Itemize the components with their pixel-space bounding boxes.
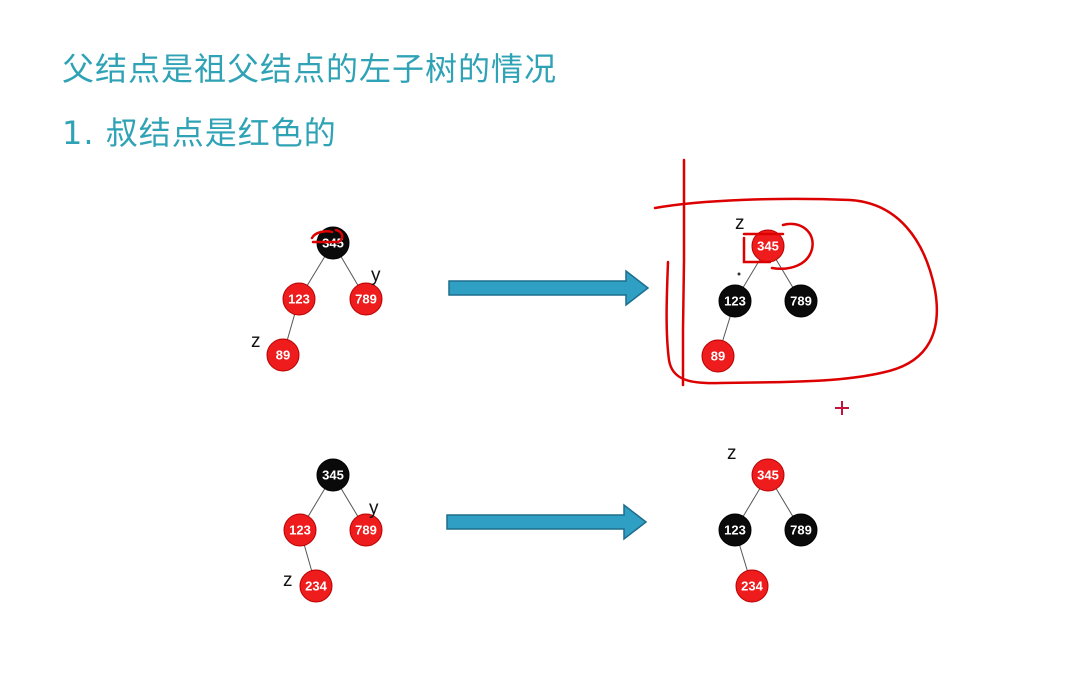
handwritten-enclosure — [653, 197, 939, 385]
red-node: 89 — [701, 339, 735, 373]
black-node: 123 — [718, 284, 752, 318]
red-node: 234 — [735, 569, 769, 603]
node-circle — [735, 569, 769, 603]
handwritten-highlight — [742, 222, 814, 270]
red-node: 89 — [266, 338, 300, 372]
node-key: 123 — [724, 294, 746, 309]
top-transform-arrow — [448, 269, 650, 307]
node-key: 89 — [711, 349, 725, 364]
node-key: 123 — [289, 523, 311, 538]
node-key: 123 — [724, 523, 746, 538]
red-node: 234 — [299, 569, 333, 603]
black-node: 123 — [718, 513, 752, 547]
node-key: 123 — [288, 292, 310, 307]
node-variable-label: z — [283, 570, 293, 591]
stray-dot — [737, 272, 741, 276]
red-node: 345 — [751, 229, 785, 263]
slide-subtitle: 1. 叔结点是红色的 — [62, 114, 337, 152]
slide-title: 父结点是祖父结点的左子树的情况 — [62, 50, 558, 88]
node-variable-label: z — [727, 443, 737, 464]
node-key: 789 — [790, 523, 812, 538]
node-variable-label: z — [735, 213, 745, 234]
node-key: 789 — [355, 523, 377, 538]
crosshair-cursor-icon — [835, 401, 849, 415]
handwritten-scribble — [310, 228, 344, 244]
node-variable-label: y — [371, 265, 381, 286]
node-circle — [266, 338, 300, 372]
node-circle — [751, 458, 785, 492]
node-circle — [299, 569, 333, 603]
node-circle — [283, 513, 317, 547]
red-node: 123 — [283, 513, 317, 547]
node-variable-label: y — [369, 498, 379, 519]
node-circle — [316, 458, 350, 492]
node-key: 89 — [276, 348, 290, 363]
node-circle — [349, 513, 383, 547]
red-node: 789 — [349, 513, 383, 547]
node-key: 345 — [757, 239, 779, 254]
black-node: 789 — [784, 513, 818, 547]
node-circle — [784, 284, 818, 318]
node-key: 789 — [355, 292, 377, 307]
black-node: 345 — [316, 458, 350, 492]
node-key: 234 — [741, 579, 763, 594]
black-node: 789 — [784, 284, 818, 318]
node-key: 345 — [757, 468, 779, 483]
node-key: 345 — [322, 468, 344, 483]
node-circle — [349, 282, 383, 316]
node-circle — [784, 513, 818, 547]
red-node: 123 — [282, 282, 316, 316]
node-circle — [282, 282, 316, 316]
handwritten-vertical-stroke — [681, 158, 686, 387]
red-node: 789 — [349, 282, 383, 316]
node-variable-label: z — [251, 331, 261, 352]
bottom-transform-arrow — [446, 503, 648, 541]
red-node: 345 — [751, 458, 785, 492]
node-circle — [718, 513, 752, 547]
node-circle — [701, 339, 735, 373]
node-circle — [718, 284, 752, 318]
node-key: 234 — [305, 579, 327, 594]
node-key: 789 — [790, 294, 812, 309]
